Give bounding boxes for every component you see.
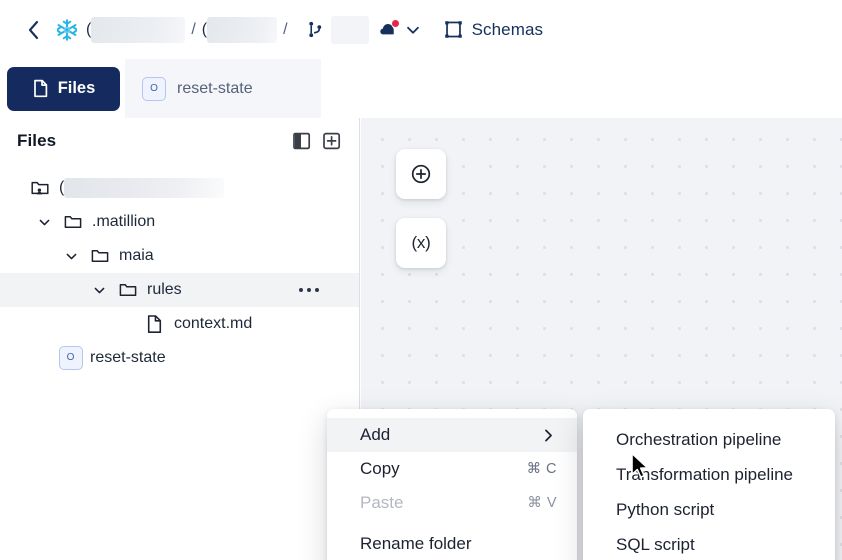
- notification-dot: [390, 18, 400, 28]
- main-body: Files: [0, 118, 842, 560]
- account-dropdown-button[interactable]: [404, 21, 422, 39]
- tree-row-reset-state[interactable]: O reset-state: [0, 341, 359, 375]
- git-branch-icon: [308, 21, 321, 38]
- menu-item-rename-folder[interactable]: Rename folder: [327, 527, 577, 560]
- submenu-item-transformation-pipeline[interactable]: Transformation pipeline: [583, 457, 835, 492]
- chevron-down-icon[interactable]: [33, 211, 55, 233]
- tree-row-rules[interactable]: rules: [0, 273, 359, 307]
- chevron-right-icon: [540, 427, 557, 444]
- tree-row-label: .matillion: [92, 213, 156, 230]
- tree-row-context-md[interactable]: context.md: [0, 307, 359, 341]
- breadcrumb-env-prefix: (: [201, 20, 208, 38]
- menu-spacer: [327, 520, 577, 527]
- folder-glyph: [119, 284, 136, 296]
- submenu-item-orchestration-pipeline[interactable]: Orchestration pipeline: [583, 422, 835, 457]
- variables-label: (x): [411, 233, 431, 252]
- menu-item-label: Add: [360, 425, 391, 444]
- folder-glyph: [91, 250, 108, 262]
- menu-item-add[interactable]: Add: [327, 418, 577, 452]
- tab-strip: Files O reset-state: [0, 59, 842, 118]
- file-tree: ( .matillion: [0, 164, 359, 375]
- tree-root-redacted-label: [64, 178, 225, 198]
- panel-toggle-icon[interactable]: [292, 132, 311, 151]
- orchestration-pipeline-icon: O: [142, 76, 166, 101]
- file-panel-actions: [292, 132, 341, 151]
- submenu-item-label: Python script: [616, 499, 715, 519]
- tree-root-prefix: (: [59, 179, 65, 196]
- schemas-label: Schemas: [471, 19, 544, 39]
- menu-item-label: Paste: [360, 493, 404, 512]
- submenu-item-label: SQL script: [616, 534, 695, 554]
- tab-files[interactable]: Files: [7, 66, 120, 111]
- file-icon: [33, 79, 47, 98]
- context-menu: Add Copy ⌘ C Paste ⌘ V Rename folder: [327, 409, 577, 560]
- chevron-down-icon: [406, 26, 419, 34]
- menu-item-label: Rename folder: [360, 534, 472, 553]
- file-panel-title: Files: [17, 131, 57, 150]
- snowflake-logo[interactable]: [52, 15, 82, 45]
- add-file-icon[interactable]: [322, 132, 341, 151]
- folder-user-glyph: [30, 181, 49, 195]
- folder-icon: [117, 280, 138, 301]
- breadcrumb-project-prefix: (: [86, 20, 92, 38]
- add-component-button[interactable]: [396, 149, 446, 199]
- back-button[interactable]: [20, 17, 46, 43]
- panel-toggle-glyph: [292, 132, 310, 150]
- breadcrumb: ( / ( /: [86, 15, 294, 45]
- breadcrumb-project-redacted[interactable]: [91, 16, 186, 43]
- chevron-left-icon: [28, 20, 38, 39]
- chevron-down-icon[interactable]: [88, 279, 110, 301]
- notifications-button[interactable]: [379, 18, 400, 40]
- tree-row-root[interactable]: (: [0, 171, 359, 205]
- menu-item-copy[interactable]: Copy ⌘ C: [327, 452, 577, 486]
- orchestration-pipeline-icon: O: [58, 346, 83, 370]
- orchestration-pipeline-glyph: O: [58, 346, 83, 370]
- tree-row-label: maia: [119, 247, 154, 264]
- chevron-right-glyph: [545, 429, 552, 441]
- more-dots-icon[interactable]: [298, 287, 319, 293]
- file-icon: [144, 314, 165, 335]
- breadcrumb-separator: /: [191, 20, 196, 38]
- folder-user-icon: [29, 178, 50, 199]
- snowflake-logo-icon: [56, 18, 78, 41]
- tab-files-label: Files: [57, 79, 96, 97]
- variables-button[interactable]: (x): [396, 218, 446, 268]
- chevron-down-glyph: [94, 287, 104, 293]
- branch-selector[interactable]: [306, 15, 369, 44]
- tab-reset-state-label: reset-state: [177, 79, 253, 97]
- submenu-item-sql-script[interactable]: SQL script: [583, 527, 835, 560]
- chevron-down-glyph: [39, 219, 49, 225]
- submenu-item-python-script[interactable]: Python script: [583, 492, 835, 527]
- tree-row-maia[interactable]: maia: [0, 239, 359, 273]
- folder-icon: [89, 246, 110, 267]
- submenu-item-label: Orchestration pipeline: [616, 429, 782, 449]
- plus-square-icon: [322, 132, 340, 150]
- top-bar: ( / ( /: [0, 0, 842, 59]
- tree-row-label: reset-state: [90, 349, 166, 366]
- file-explorer-panel: Files: [0, 118, 360, 560]
- menu-item-shortcut: ⌘ V: [527, 495, 557, 511]
- file-panel-header: Files: [0, 118, 359, 164]
- folder-glyph: [64, 216, 81, 228]
- tab-reset-state[interactable]: O reset-state: [125, 59, 321, 118]
- branch-name-redacted: [330, 15, 369, 44]
- schemas-button[interactable]: Schemas: [444, 20, 544, 40]
- menu-item-label: Copy: [360, 459, 400, 478]
- add-submenu: Orchestration pipeline Transformation pi…: [583, 409, 835, 560]
- cloud-notification-icon: [379, 23, 394, 34]
- breadcrumb-env-redacted[interactable]: [207, 16, 278, 43]
- folder-icon: [62, 212, 83, 233]
- file-glyph: [147, 315, 162, 333]
- chevron-down-icon[interactable]: [60, 245, 82, 267]
- breadcrumb-separator-2: /: [283, 20, 288, 38]
- menu-item-paste: Paste ⌘ V: [327, 486, 577, 520]
- tree-row-label: context.md: [174, 315, 253, 332]
- plus-circle-icon: [411, 164, 431, 184]
- schemas-icon: [444, 21, 462, 38]
- submenu-item-label: Transformation pipeline: [616, 464, 794, 484]
- tree-row-matillion[interactable]: .matillion: [0, 205, 359, 239]
- tree-row-label: rules: [147, 281, 182, 298]
- chevron-down-glyph: [66, 253, 76, 259]
- menu-item-shortcut: ⌘ C: [526, 461, 557, 477]
